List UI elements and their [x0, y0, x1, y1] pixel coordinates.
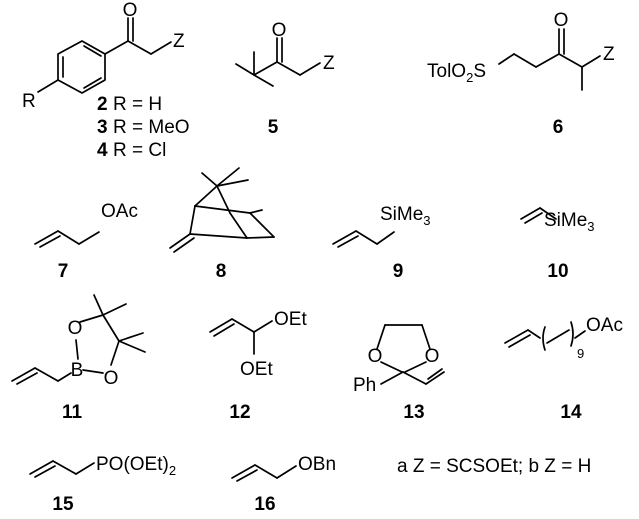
- oxygen-label: O: [425, 346, 440, 367]
- z-substituent-label: Z: [603, 44, 615, 65]
- compound-number-6: 6: [553, 117, 564, 138]
- compound-number-4: 4: [97, 140, 108, 161]
- compound-5-structure: O Z: [235, 20, 335, 87]
- oxygen-label: O: [104, 368, 119, 389]
- diethylphosphonate-label: PO(OEt)2: [96, 454, 176, 478]
- compound-13-structure: O O Ph: [353, 324, 445, 396]
- trimethylsilyl-label: SiMe3: [544, 210, 595, 234]
- compound-number-9: 9: [393, 261, 404, 282]
- compound-16-structure: OBn: [231, 454, 336, 482]
- oxygen-label: O: [554, 10, 569, 31]
- repeat-open-paren: [542, 326, 546, 351]
- oxygen-label: O: [368, 346, 383, 367]
- oxygen-label: O: [68, 318, 83, 339]
- compound-11-structure: B O O: [11, 294, 146, 389]
- acetoxy-label: OAc: [101, 201, 138, 222]
- oxygen-label: O: [123, 0, 138, 21]
- compound-12-structure: OEt OEt: [209, 309, 307, 380]
- tolyl-sulfonyl-label: TolO2S: [427, 61, 486, 85]
- compound-number-15: 15: [52, 494, 74, 515]
- compound-number-2: 2: [97, 94, 108, 115]
- acetoxy-label: OAc: [586, 315, 623, 336]
- r-substituent-label: R: [22, 91, 36, 112]
- compound-number-3: 3: [97, 117, 108, 138]
- trimethylsilyl-label: SiMe3: [380, 204, 431, 228]
- repeat-close-paren: [570, 321, 574, 347]
- compound-7-structure: OAc: [34, 201, 138, 248]
- compound-8-structure: [169, 167, 275, 253]
- compound-2-r-group: R = H: [113, 94, 162, 115]
- compound-number-10: 10: [547, 261, 568, 282]
- benzene-ring: [57, 40, 106, 94]
- boron-label: B: [71, 360, 84, 381]
- compound-3-r-group: R = MeO: [113, 117, 190, 138]
- compound-9-structure: SiMe3: [332, 204, 431, 248]
- compound-number-8: 8: [216, 261, 227, 282]
- ethoxy-label: OEt: [240, 359, 273, 380]
- repeat-count-label: 9: [577, 346, 584, 361]
- compound-10-structure: SiMe3: [520, 207, 595, 234]
- compound-number-11: 11: [62, 402, 83, 423]
- phenyl-label: Ph: [353, 375, 376, 396]
- compound-14-structure: 9 OAc: [504, 315, 623, 361]
- compound-number-13: 13: [403, 402, 424, 423]
- compound-number-12: 12: [229, 402, 250, 423]
- compound-2-4-structure: O Z R: [22, 0, 185, 112]
- benzyloxy-label: OBn: [298, 454, 336, 475]
- compound-number-5: 5: [268, 117, 279, 138]
- z-substituent-label: Z: [173, 31, 185, 52]
- compound-number-14: 14: [560, 402, 582, 423]
- compound-number-7: 7: [58, 261, 69, 282]
- compound-number-16: 16: [254, 494, 275, 515]
- compound-15-structure: PO(OEt)2: [29, 454, 176, 478]
- ethoxy-label: OEt: [274, 309, 307, 330]
- compound-4-r-group: R = Cl: [113, 140, 166, 161]
- z-definition-footnote: a Z = SCSOEt; b Z = H: [397, 456, 591, 477]
- oxygen-label: O: [272, 20, 287, 41]
- z-substituent-label: Z: [323, 53, 335, 74]
- compound-6-structure: TolO2S O Z: [427, 10, 615, 91]
